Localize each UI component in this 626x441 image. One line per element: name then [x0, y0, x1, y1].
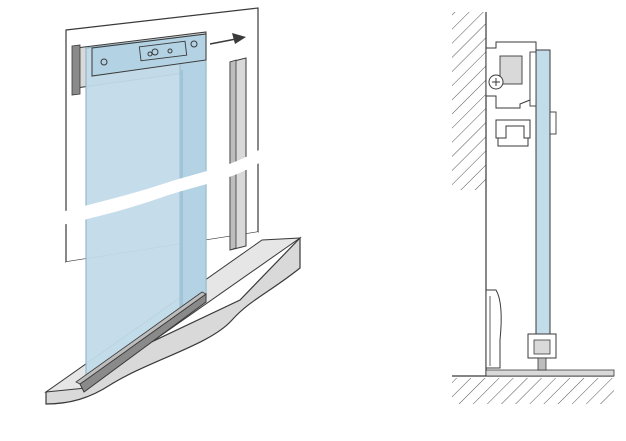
clamp-screw-2 — [167, 48, 173, 54]
fixing-hole-mid — [151, 48, 159, 56]
top-rail-bracket — [71, 44, 81, 96]
handle-stop — [549, 111, 557, 135]
carriage-plate — [91, 33, 207, 77]
glass-clamp — [529, 51, 537, 107]
top-rail-section — [485, 41, 537, 147]
section-figure — [452, 12, 615, 404]
break-line-upper — [57, 147, 265, 215]
fixing-hole-left — [100, 58, 108, 66]
floor-guide-section — [527, 333, 557, 371]
wall-hatch — [452, 12, 486, 190]
floor-guide-channel-top — [75, 291, 207, 385]
clamp-screw-1 — [147, 51, 153, 57]
carriage-clamp — [138, 40, 188, 62]
floor-covering — [485, 369, 615, 377]
fixing-hole-right — [190, 40, 198, 48]
break-line — [58, 148, 264, 226]
door-jamb-face — [229, 59, 237, 251]
floor-hatch — [452, 378, 614, 404]
slide-direction-arrow-icon — [209, 33, 246, 45]
jamb-section — [485, 289, 502, 369]
glass-panel-section — [535, 49, 551, 351]
perspective-figure — [44, 7, 302, 405]
